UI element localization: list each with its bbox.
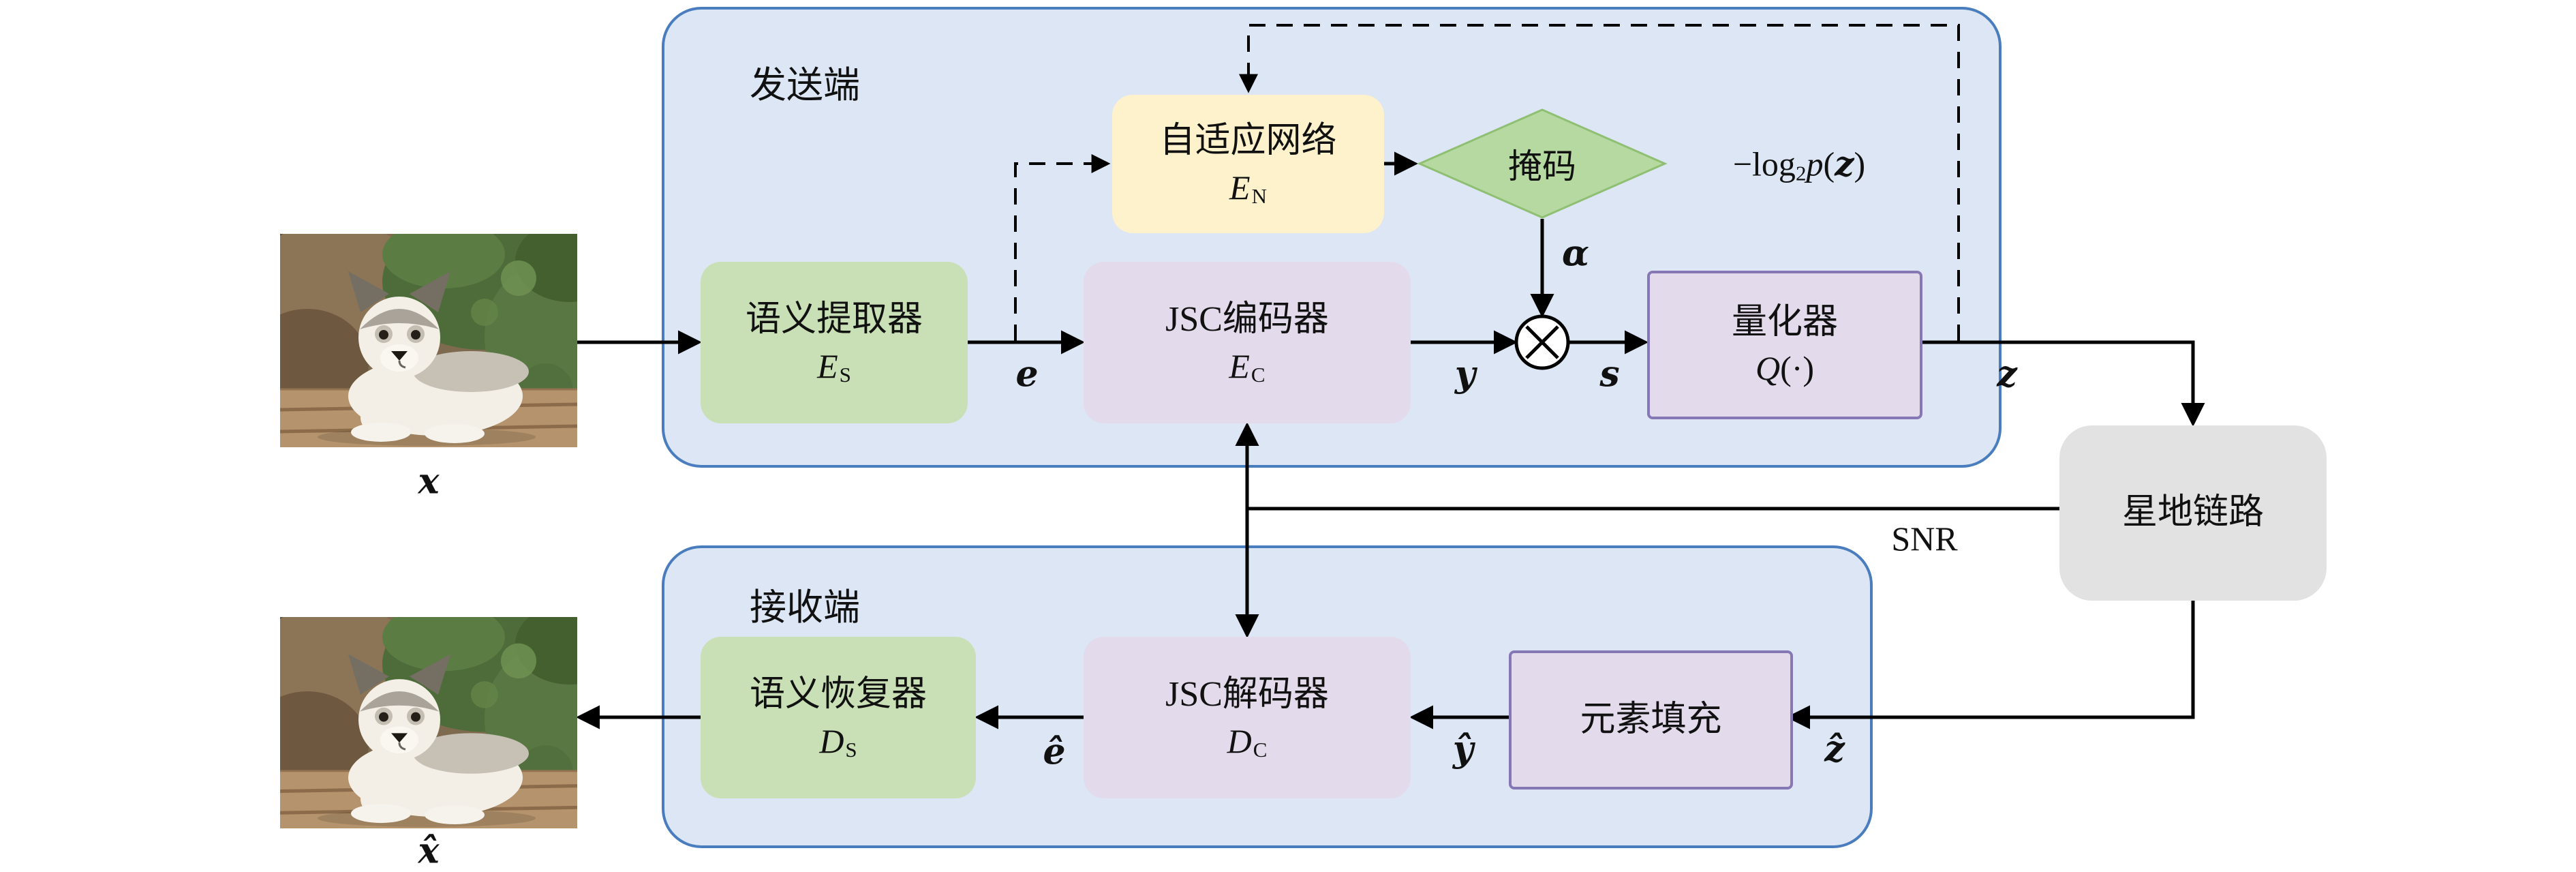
snr-label: SNR: [1891, 520, 1958, 558]
jsc-decoder-symbol: DC: [1227, 721, 1268, 762]
signal-label-e-hat: ê: [1043, 731, 1066, 773]
satellite-link-label: 星地链路: [2121, 493, 2264, 532]
signal-label-s: s: [1599, 353, 1620, 395]
mask-label: 掩码: [1508, 147, 1576, 185]
quantizer-symbol: Q(·): [1755, 349, 1815, 388]
signal-label-x-hat: x̂: [418, 830, 440, 872]
input-image: [280, 234, 577, 447]
signal-label-z: z: [1997, 353, 2017, 395]
semantic-extractor-box: 语义提取器 ES: [701, 262, 968, 423]
jsc-encoder-symbol: EC: [1229, 346, 1266, 387]
adaptive-network-box: 自适应网络 EN: [1112, 95, 1384, 233]
signal-label-alpha: α: [1561, 232, 1590, 275]
semantic-recoverer-box: 语义恢复器 DS: [701, 637, 976, 798]
receiver-title: 接收端: [750, 587, 860, 628]
signal-label-e: e: [1015, 353, 1039, 395]
semantic-extractor-symbol: ES: [817, 346, 851, 387]
mask-diamond: 掩码: [1417, 108, 1668, 219]
satellite-link-box: 星地链路: [2059, 425, 2327, 601]
signal-label-y-hat: ŷ: [1452, 728, 1474, 770]
semantic-extractor-label: 语义提取器: [745, 300, 923, 340]
element-padding-box: 元素填充: [1509, 650, 1793, 790]
jsc-encoder-label: JSC编码器: [1165, 300, 1329, 340]
jsc-decoder-label: JSC解码器: [1165, 675, 1329, 715]
rate-label: −log2p(z): [1732, 143, 1866, 185]
jsc-encoder-box: JSC编码器 EC: [1084, 262, 1411, 423]
semantic-recoverer-label: 语义恢复器: [749, 675, 927, 715]
semantic-recoverer-symbol: DS: [819, 721, 857, 762]
quantizer-label: 量化器: [1731, 302, 1838, 342]
output-image: [280, 617, 577, 828]
transmitter-title: 发送端: [750, 65, 860, 106]
element-padding-label: 元素填充: [1580, 700, 1722, 739]
signal-label-y: y: [1454, 353, 1476, 395]
jsc-decoder-box: JSC解码器 DC: [1084, 637, 1411, 798]
quantizer-box: 量化器 Q(·): [1647, 271, 1922, 419]
signal-label-x: x: [418, 460, 440, 502]
adaptive-network-symbol: EN: [1229, 168, 1267, 208]
signal-label-z-hat: ẑ: [1824, 728, 1845, 770]
adaptive-network-label: 自适应网络: [1159, 121, 1337, 161]
